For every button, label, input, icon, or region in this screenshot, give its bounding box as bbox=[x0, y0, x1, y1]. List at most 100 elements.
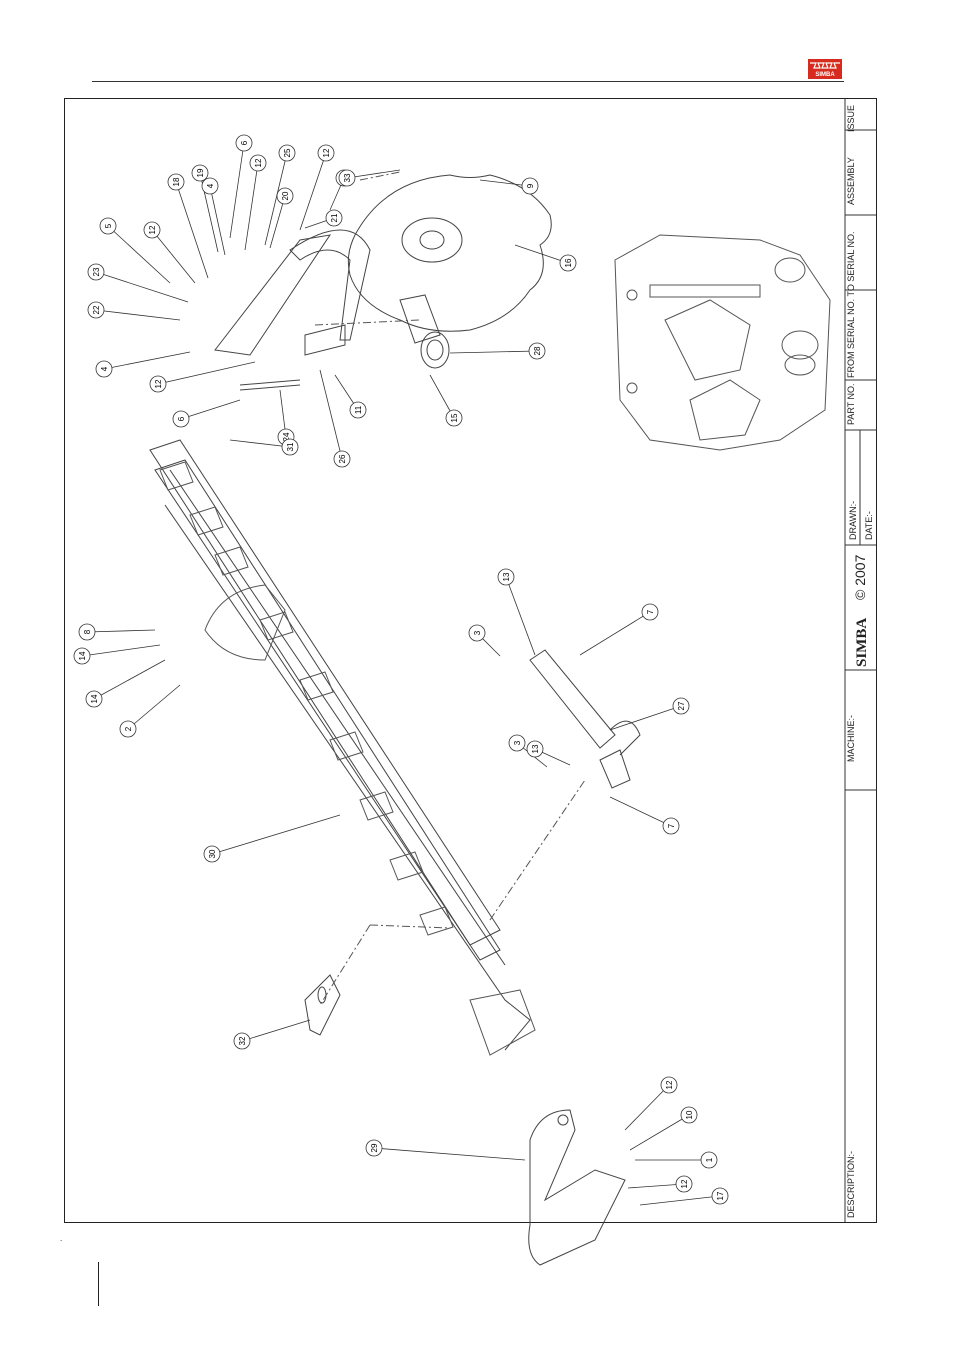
callout-7: 7 bbox=[580, 604, 658, 655]
callout-number: 7 bbox=[646, 609, 655, 614]
toolbar-beam bbox=[150, 440, 530, 1050]
callout-number: 14 bbox=[78, 651, 87, 660]
callout-number: 17 bbox=[716, 1191, 725, 1200]
leader-line bbox=[580, 612, 650, 655]
callout-12: 12 bbox=[625, 1077, 677, 1130]
callout-28: 28 bbox=[450, 343, 545, 359]
callout-number: 12 bbox=[154, 379, 163, 388]
callout-number: 28 bbox=[533, 346, 542, 355]
callout-number: 18 bbox=[172, 177, 181, 186]
leader-line bbox=[94, 660, 165, 699]
callout-16: 16 bbox=[515, 245, 576, 271]
clamp-plate bbox=[305, 975, 340, 1035]
callout-number: 15 bbox=[450, 413, 459, 422]
date-label: DATE:- bbox=[864, 511, 874, 540]
page-mark: . bbox=[60, 1234, 62, 1243]
callout-23: 23 bbox=[88, 264, 188, 302]
callout-number: 25 bbox=[283, 148, 292, 157]
leader-line bbox=[230, 143, 244, 238]
callout-number: 33 bbox=[343, 173, 352, 182]
callout-number: 22 bbox=[92, 305, 101, 314]
leader-line bbox=[450, 351, 537, 353]
callout-12: 12 bbox=[144, 222, 195, 283]
leader-line bbox=[610, 706, 681, 730]
callout-number: 23 bbox=[92, 267, 101, 276]
callout-number: 26 bbox=[338, 454, 347, 463]
callout-number: 3 bbox=[473, 630, 482, 635]
issue-label: ISSUE bbox=[846, 105, 856, 132]
callout-number: 21 bbox=[330, 213, 339, 222]
callout-15: 15 bbox=[430, 375, 462, 426]
callout-number: 5 bbox=[104, 223, 113, 228]
callout-13: 13 bbox=[498, 569, 535, 655]
callout-6: 6 bbox=[173, 400, 240, 427]
disc-hub bbox=[400, 295, 449, 368]
callout-number: 13 bbox=[531, 744, 540, 753]
callout-8: 8 bbox=[79, 624, 155, 640]
callout-14: 14 bbox=[74, 645, 160, 664]
callout-number: 4 bbox=[206, 183, 215, 188]
leader-line bbox=[374, 1148, 525, 1160]
callout-20: 20 bbox=[270, 188, 293, 248]
callout-18: 18 bbox=[168, 174, 208, 278]
leader-line bbox=[82, 645, 160, 656]
scalloped-disc bbox=[348, 175, 551, 331]
callout-2: 2 bbox=[120, 685, 180, 737]
leader-line bbox=[108, 226, 170, 283]
leader-line bbox=[152, 230, 195, 283]
callout-21: 21 bbox=[305, 210, 342, 228]
leader-line bbox=[176, 182, 208, 278]
inset-detail-view bbox=[615, 235, 830, 450]
callout-27: 27 bbox=[610, 698, 689, 730]
callout-number: 7 bbox=[667, 823, 676, 828]
leader-line bbox=[181, 400, 240, 419]
callout-4: 4 bbox=[202, 178, 225, 255]
callout-number: 10 bbox=[685, 1110, 694, 1119]
callout-number: 2 bbox=[124, 726, 133, 731]
leader-line bbox=[640, 1196, 720, 1205]
leader-line bbox=[628, 1184, 684, 1188]
callout-29: 29 bbox=[366, 1140, 525, 1160]
leader-line bbox=[96, 272, 188, 302]
drawn-label: DRAWN:- bbox=[848, 501, 858, 540]
leader-line bbox=[128, 685, 180, 729]
mounting-bracket bbox=[529, 1110, 625, 1265]
callout-number: 12 bbox=[322, 148, 331, 157]
simba-title-logo: SIMBA bbox=[854, 618, 870, 667]
part-no-label: PART NO. bbox=[846, 383, 856, 425]
leader-line bbox=[300, 153, 326, 230]
callout-number: 19 bbox=[196, 168, 205, 177]
leader-line bbox=[610, 797, 671, 826]
callout-31: 31 bbox=[230, 439, 298, 455]
callout-number: 3 bbox=[513, 740, 522, 745]
leader-line bbox=[625, 1085, 669, 1130]
callout-1: 1 bbox=[635, 1152, 717, 1168]
callout-19: 19 bbox=[192, 165, 218, 252]
side-arm bbox=[530, 650, 640, 788]
callout-number: 9 bbox=[526, 183, 535, 188]
callout-13: 13 bbox=[527, 741, 570, 765]
callout-number: 12 bbox=[254, 158, 263, 167]
leader-line bbox=[212, 815, 340, 854]
leader-line bbox=[210, 186, 225, 255]
callout-number: 8 bbox=[83, 629, 92, 634]
callout-number: 11 bbox=[354, 405, 363, 414]
callout-4: 4 bbox=[96, 352, 190, 377]
callout-number: 31 bbox=[286, 442, 295, 451]
callout-number: 6 bbox=[240, 140, 249, 145]
beam-brackets bbox=[160, 462, 535, 1055]
callout-12: 12 bbox=[245, 155, 266, 250]
callout-number: 13 bbox=[502, 572, 511, 581]
callout-number: 32 bbox=[238, 1036, 247, 1045]
callout-number: 1 bbox=[705, 1157, 714, 1162]
callout-number: 27 bbox=[677, 701, 686, 710]
callout-12: 12 bbox=[150, 362, 255, 392]
callout-number: 16 bbox=[564, 258, 573, 267]
machine-label: MACHINE:- bbox=[846, 715, 856, 762]
callout-layer: 6122512194182063395122123162228412111562… bbox=[74, 135, 728, 1205]
callout-33: 33 bbox=[339, 170, 400, 186]
callout-32: 32 bbox=[234, 1020, 310, 1049]
callout-number: 12 bbox=[148, 225, 157, 234]
callout-7: 7 bbox=[610, 797, 679, 834]
